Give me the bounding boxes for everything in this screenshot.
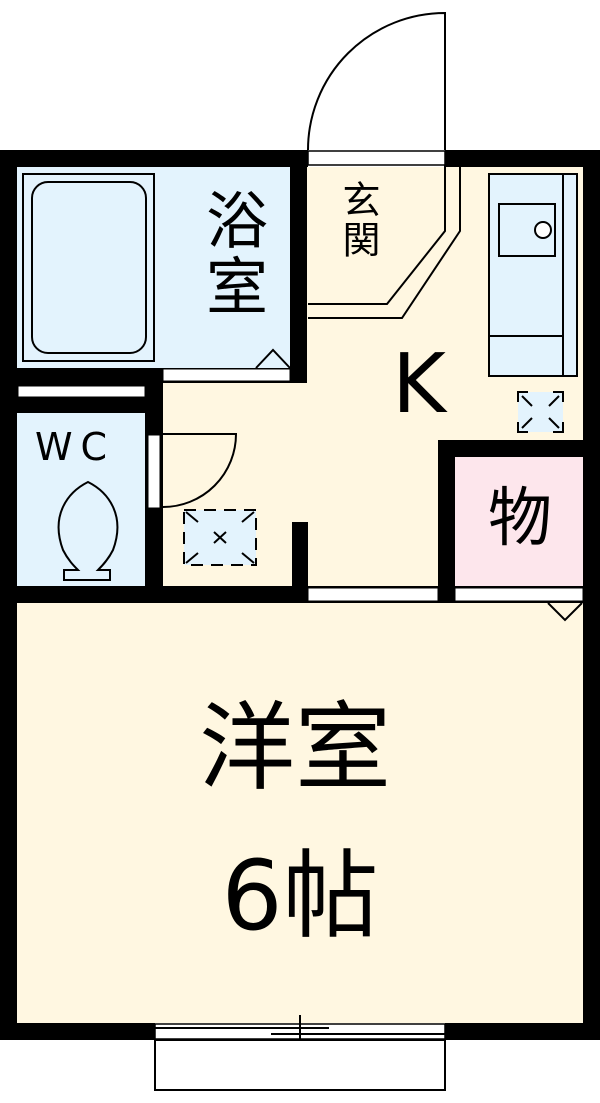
entry-door-swing[interactable] — [307, 11, 446, 151]
wc-door-swing[interactable] — [162, 433, 238, 508]
wall-top-right — [445, 150, 600, 167]
wall-bottom-right — [445, 1023, 600, 1040]
washing-machine-space-icon — [183, 509, 257, 566]
western-room-label: 洋室 — [199, 692, 391, 804]
entrance-label: 玄関 — [336, 180, 380, 260]
wall-top-left — [0, 150, 308, 167]
refrigerator-space-icon — [517, 391, 564, 433]
bath-label: 浴室 — [195, 188, 268, 320]
wall-bottom-left — [0, 1023, 155, 1040]
western-room-door-opening[interactable] — [307, 587, 439, 602]
toilet-label: WC — [34, 425, 116, 469]
storage-label: 物 — [488, 482, 552, 556]
entrance-step-line — [308, 165, 446, 305]
toilet-icon — [57, 480, 119, 581]
wc-door-jamb — [147, 434, 161, 509]
washroom-shelf — [17, 385, 146, 398]
western-room-floor — [17, 603, 583, 1023]
storage-door-opening[interactable] — [454, 587, 584, 602]
wall-storage-left — [438, 440, 455, 603]
kitchen-label: K — [392, 337, 446, 432]
storage-door-mark — [547, 602, 583, 622]
western-room-size: 6帖 — [221, 840, 379, 952]
bathtub-inner — [31, 181, 147, 354]
bath-sliding-door[interactable] — [162, 368, 291, 382]
wall-left — [0, 150, 17, 1040]
wall-stub — [292, 522, 308, 603]
bath-door-mark — [255, 348, 291, 369]
sink-drain — [534, 221, 552, 239]
storage-floor — [455, 457, 583, 586]
wall-storage-top — [438, 440, 600, 457]
entrance-step-line-outer — [308, 165, 461, 319]
sliding-window[interactable] — [154, 1015, 446, 1091]
wall-bath-right — [290, 150, 307, 383]
entry-threshold — [307, 150, 446, 166]
